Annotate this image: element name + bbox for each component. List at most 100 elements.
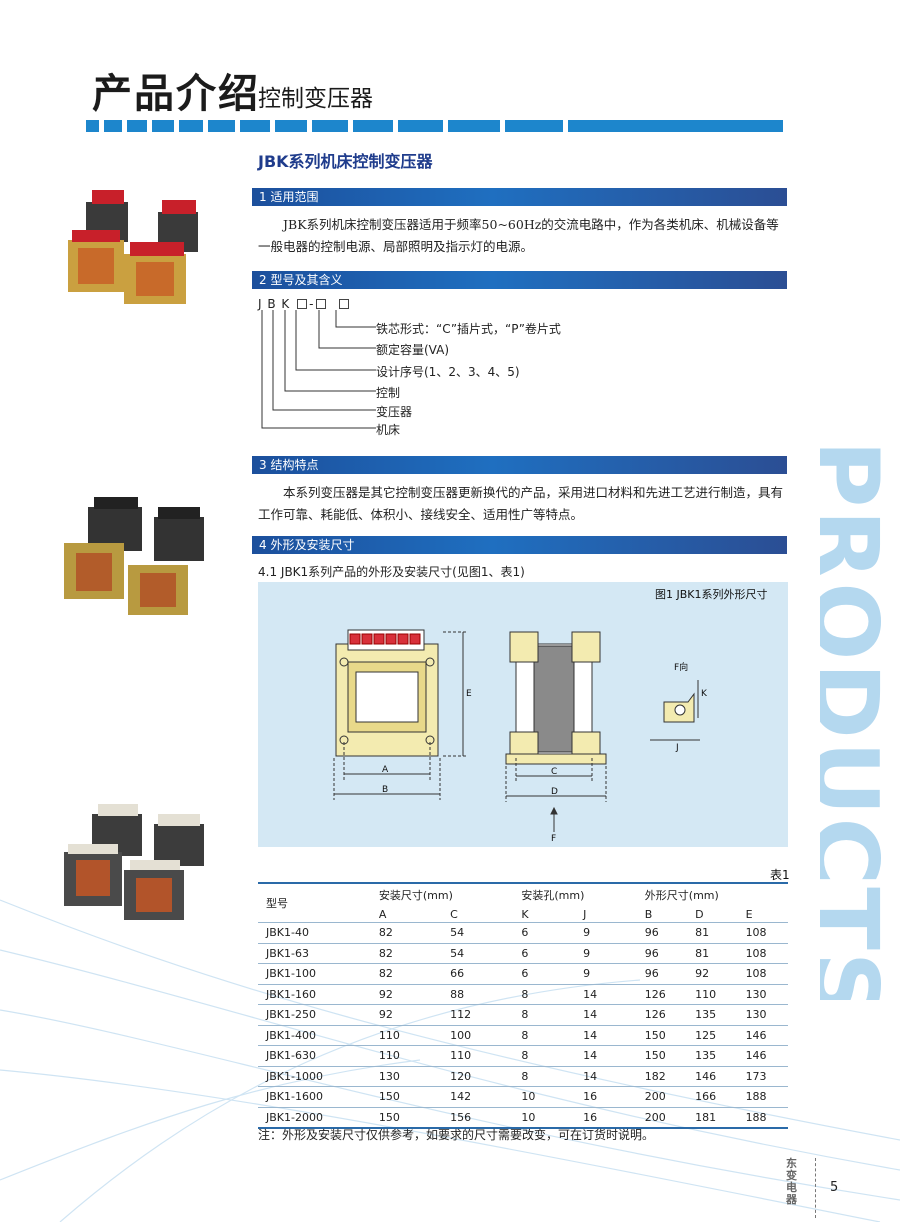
- model-code: J B K -: [258, 297, 351, 311]
- page-number: 5: [830, 1180, 839, 1195]
- cell-value: 110: [442, 1045, 514, 1067]
- cell-value: 14: [575, 1025, 637, 1046]
- cell-value: 9: [575, 943, 637, 964]
- cell-model: JBK1-630: [258, 1045, 371, 1067]
- cell-value: 130: [737, 984, 788, 1005]
- cell-value: 110: [370, 1025, 443, 1046]
- cell-value: 110: [370, 1045, 443, 1067]
- dimension-drawing: A B E C D F F向 K J: [333, 629, 708, 844]
- cell-value: 200: [636, 1107, 688, 1129]
- dim-label-F: F: [551, 834, 556, 844]
- cell-value: 6: [513, 963, 576, 985]
- cell-value: 181: [687, 1107, 738, 1129]
- cell-value: 54: [442, 922, 514, 944]
- cell-value: 8: [513, 1066, 576, 1087]
- cell-value: 130: [737, 1004, 788, 1026]
- th-C: C: [442, 906, 514, 923]
- section-1-body: JBK系列机床控制变压器适用于频率50~60Hz的交流电路中，作为各类机床、机械…: [258, 217, 779, 254]
- cell-value: 82: [370, 943, 443, 964]
- cell-value: 92: [370, 984, 443, 1005]
- cell-value: 100: [442, 1025, 514, 1046]
- cell-value: 10: [513, 1107, 576, 1129]
- cell-value: 125: [687, 1025, 738, 1046]
- cell-value: 14: [575, 984, 637, 1005]
- th-E: E: [737, 906, 788, 923]
- cell-value: 150: [636, 1045, 688, 1067]
- cell-value: 142: [442, 1086, 514, 1108]
- cell-value: 96: [636, 922, 688, 944]
- th-A: A: [370, 906, 443, 923]
- cell-value: 96: [636, 963, 688, 985]
- cell-value: 126: [636, 1004, 688, 1026]
- th-D: D: [687, 906, 738, 923]
- cell-value: 146: [687, 1066, 738, 1087]
- cell-value: 96: [636, 943, 688, 964]
- cell-value: 81: [687, 922, 738, 944]
- cell-value: 112: [442, 1004, 514, 1026]
- header-stripe: [86, 120, 788, 132]
- section-4-subtitle: 4.1 JBK1系列产品的外形及安装尺寸(见图1、表1): [258, 565, 525, 579]
- table-note: 表1: [770, 868, 790, 882]
- cell-value: 150: [370, 1107, 443, 1129]
- th-K: K: [513, 906, 576, 923]
- cell-value: 146: [737, 1045, 788, 1067]
- model-code-dash: -: [309, 297, 315, 311]
- model-code-prefix: J B K: [258, 297, 291, 311]
- dim-label-A: A: [382, 765, 389, 775]
- section-main-title: 产品介绍: [92, 71, 260, 117]
- section-sub-title: 控制变压器: [258, 86, 373, 112]
- cell-value: 14: [575, 1045, 637, 1067]
- cell-value: 188: [737, 1086, 788, 1108]
- cell-value: 156: [442, 1107, 514, 1129]
- cell-value: 54: [442, 943, 514, 964]
- product-title: JBK系列机床控制变压器: [258, 152, 433, 171]
- th-model: 型号: [258, 882, 371, 923]
- model-label-design: 设计序号(1、2、3、4、5): [376, 365, 520, 379]
- cell-value: 182: [636, 1066, 688, 1087]
- dim-label-C: C: [551, 767, 557, 777]
- cell-value: 10: [513, 1086, 576, 1108]
- cell-value: 146: [737, 1025, 788, 1046]
- cell-value: 150: [636, 1025, 688, 1046]
- cell-value: 108: [737, 922, 788, 944]
- page-divider: [815, 1158, 816, 1218]
- products-watermark: PRODUCTS: [820, 440, 900, 1000]
- cell-value: 108: [737, 943, 788, 964]
- section-bar-4: 4 外形及安装尺寸: [252, 536, 787, 554]
- cell-value: 8: [513, 1045, 576, 1067]
- cell-value: 130: [370, 1066, 443, 1087]
- cell-value: 16: [575, 1086, 637, 1108]
- section-3-body: 本系列变压器是其它控制变压器更新换代的产品，采用进口材料和先进工艺进行制造，具有…: [258, 485, 784, 522]
- cell-value: 135: [687, 1045, 738, 1067]
- product-photo-2: [64, 497, 204, 615]
- spec-table: 型号 安装尺寸(mm) 安装孔(mm) 外形尺寸(mm) A C K J B D…: [258, 882, 788, 1129]
- code-box-core: [339, 299, 350, 309]
- cell-value: 120: [442, 1066, 514, 1087]
- cell-value: 16: [575, 1107, 637, 1129]
- cell-value: 173: [737, 1066, 788, 1087]
- product-photo-3: [64, 804, 204, 920]
- section-bar-1: 1 适用范围: [252, 188, 787, 206]
- cell-value: 88: [442, 984, 514, 1005]
- model-label-machine: 机床: [376, 423, 401, 437]
- cell-value: 200: [636, 1086, 688, 1108]
- cell-value: 8: [513, 1025, 576, 1046]
- cell-model: JBK1-1600: [258, 1086, 371, 1108]
- brand-vertical: 东变电器: [786, 1157, 797, 1206]
- figure-caption: 图1 JBK1系列外形尺寸: [655, 588, 768, 601]
- cell-value: 6: [513, 922, 576, 944]
- model-label-transformer: 变压器: [376, 405, 413, 419]
- cell-model: JBK1-40: [258, 922, 371, 944]
- dim-label-B: B: [382, 785, 388, 795]
- cell-value: 188: [737, 1107, 788, 1129]
- dim-label-K: K: [701, 689, 708, 699]
- cell-model: JBK1-250: [258, 1004, 371, 1026]
- cell-value: 150: [370, 1086, 443, 1108]
